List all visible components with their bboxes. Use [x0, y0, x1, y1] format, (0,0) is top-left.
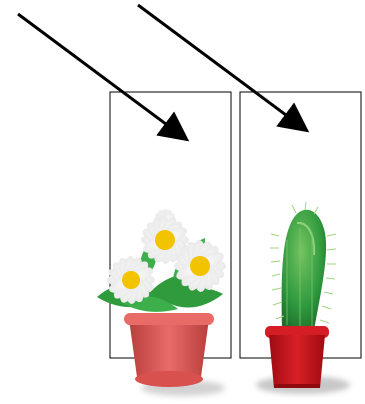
arrow-1 — [18, 14, 182, 136]
arrow-1-line — [18, 14, 182, 136]
arrow-2-line — [138, 5, 302, 127]
arrow-2 — [138, 5, 302, 127]
cactus — [270, 202, 336, 330]
flower-pot — [124, 313, 214, 387]
cactus-pot — [265, 326, 329, 388]
